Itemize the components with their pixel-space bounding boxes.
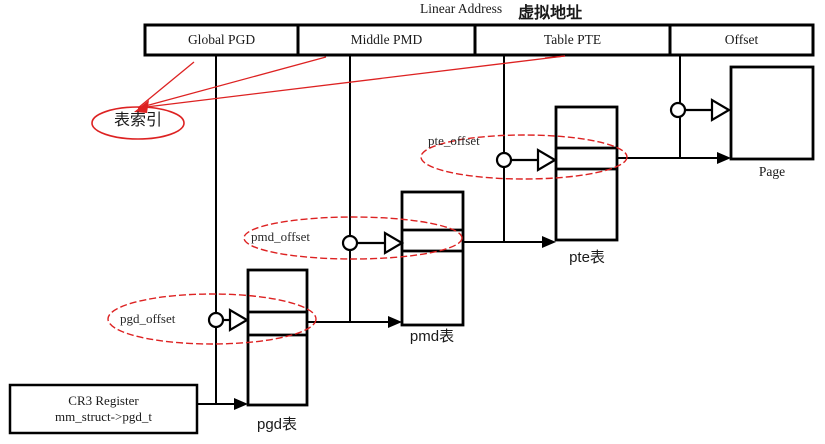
pte-offset-ellipse — [420, 134, 628, 180]
pte-table-box — [554, 105, 619, 242]
pointer-arrows — [197, 152, 731, 410]
cr3-register-line2: mm_struct->pgd_t — [55, 409, 152, 424]
cr3-register-line1: CR3 Register — [68, 393, 139, 408]
pgd-offset-ellipse — [107, 293, 317, 345]
cr3-to-pgd-arrow — [197, 398, 248, 410]
pte-lookup-connector-icon — [495, 148, 558, 172]
table-index-arrowhead-icon — [134, 100, 149, 113]
page-frame-label: Page — [758, 164, 786, 179]
pmd-offset-ellipse — [243, 216, 463, 260]
pmd-to-pte-arrow — [463, 236, 556, 248]
offset-lookup-connector-icon — [669, 98, 732, 122]
segment-middle-pmd: Middle PMD — [350, 32, 423, 47]
pgd-offset-label: pgd_offset — [120, 311, 176, 326]
field-drop-lines — [215, 55, 681, 404]
table-index-ellipse — [91, 106, 185, 140]
red-annotations — [91, 55, 628, 345]
cr3-register-box — [8, 383, 199, 435]
table-index-annotation: 表索引 — [113, 112, 162, 129]
pmd-lookup-connector-icon — [341, 231, 405, 255]
table-index-pointer-lines — [137, 55, 566, 109]
pmd-table-box — [400, 190, 465, 327]
pgd-table-box — [246, 268, 309, 407]
pte-to-page-arrow — [617, 152, 731, 164]
segment-global-pgd: Global PGD — [187, 32, 256, 47]
lookup-connectors — [207, 98, 732, 332]
pmd-offset-label: pmd_offset — [251, 229, 310, 244]
cr3-register-text: CR3 Register mm_struct->pgd_t — [10, 385, 197, 433]
virtual-address-title-zh: 虚拟地址 — [518, 5, 583, 22]
segment-table-pte: Table PTE — [543, 32, 602, 47]
table-boxes — [246, 65, 815, 407]
pmd-table-label: pmd表 — [409, 328, 455, 345]
pte-offset-label: pte_offset — [428, 133, 480, 148]
diagram-title: Linear Address 虚拟地址 — [420, 1, 582, 23]
pgd-to-pmd-arrow — [307, 316, 402, 328]
pte-table-label: pte表 — [569, 249, 605, 266]
linear-address-title: Linear Address — [420, 1, 503, 16]
segment-offset: Offset — [724, 32, 759, 47]
page-frame-box — [729, 65, 815, 161]
pgd-table-label: pgd表 — [256, 416, 298, 433]
pgd-lookup-connector-icon — [207, 308, 250, 332]
linear-address-bar-box — [143, 23, 815, 57]
